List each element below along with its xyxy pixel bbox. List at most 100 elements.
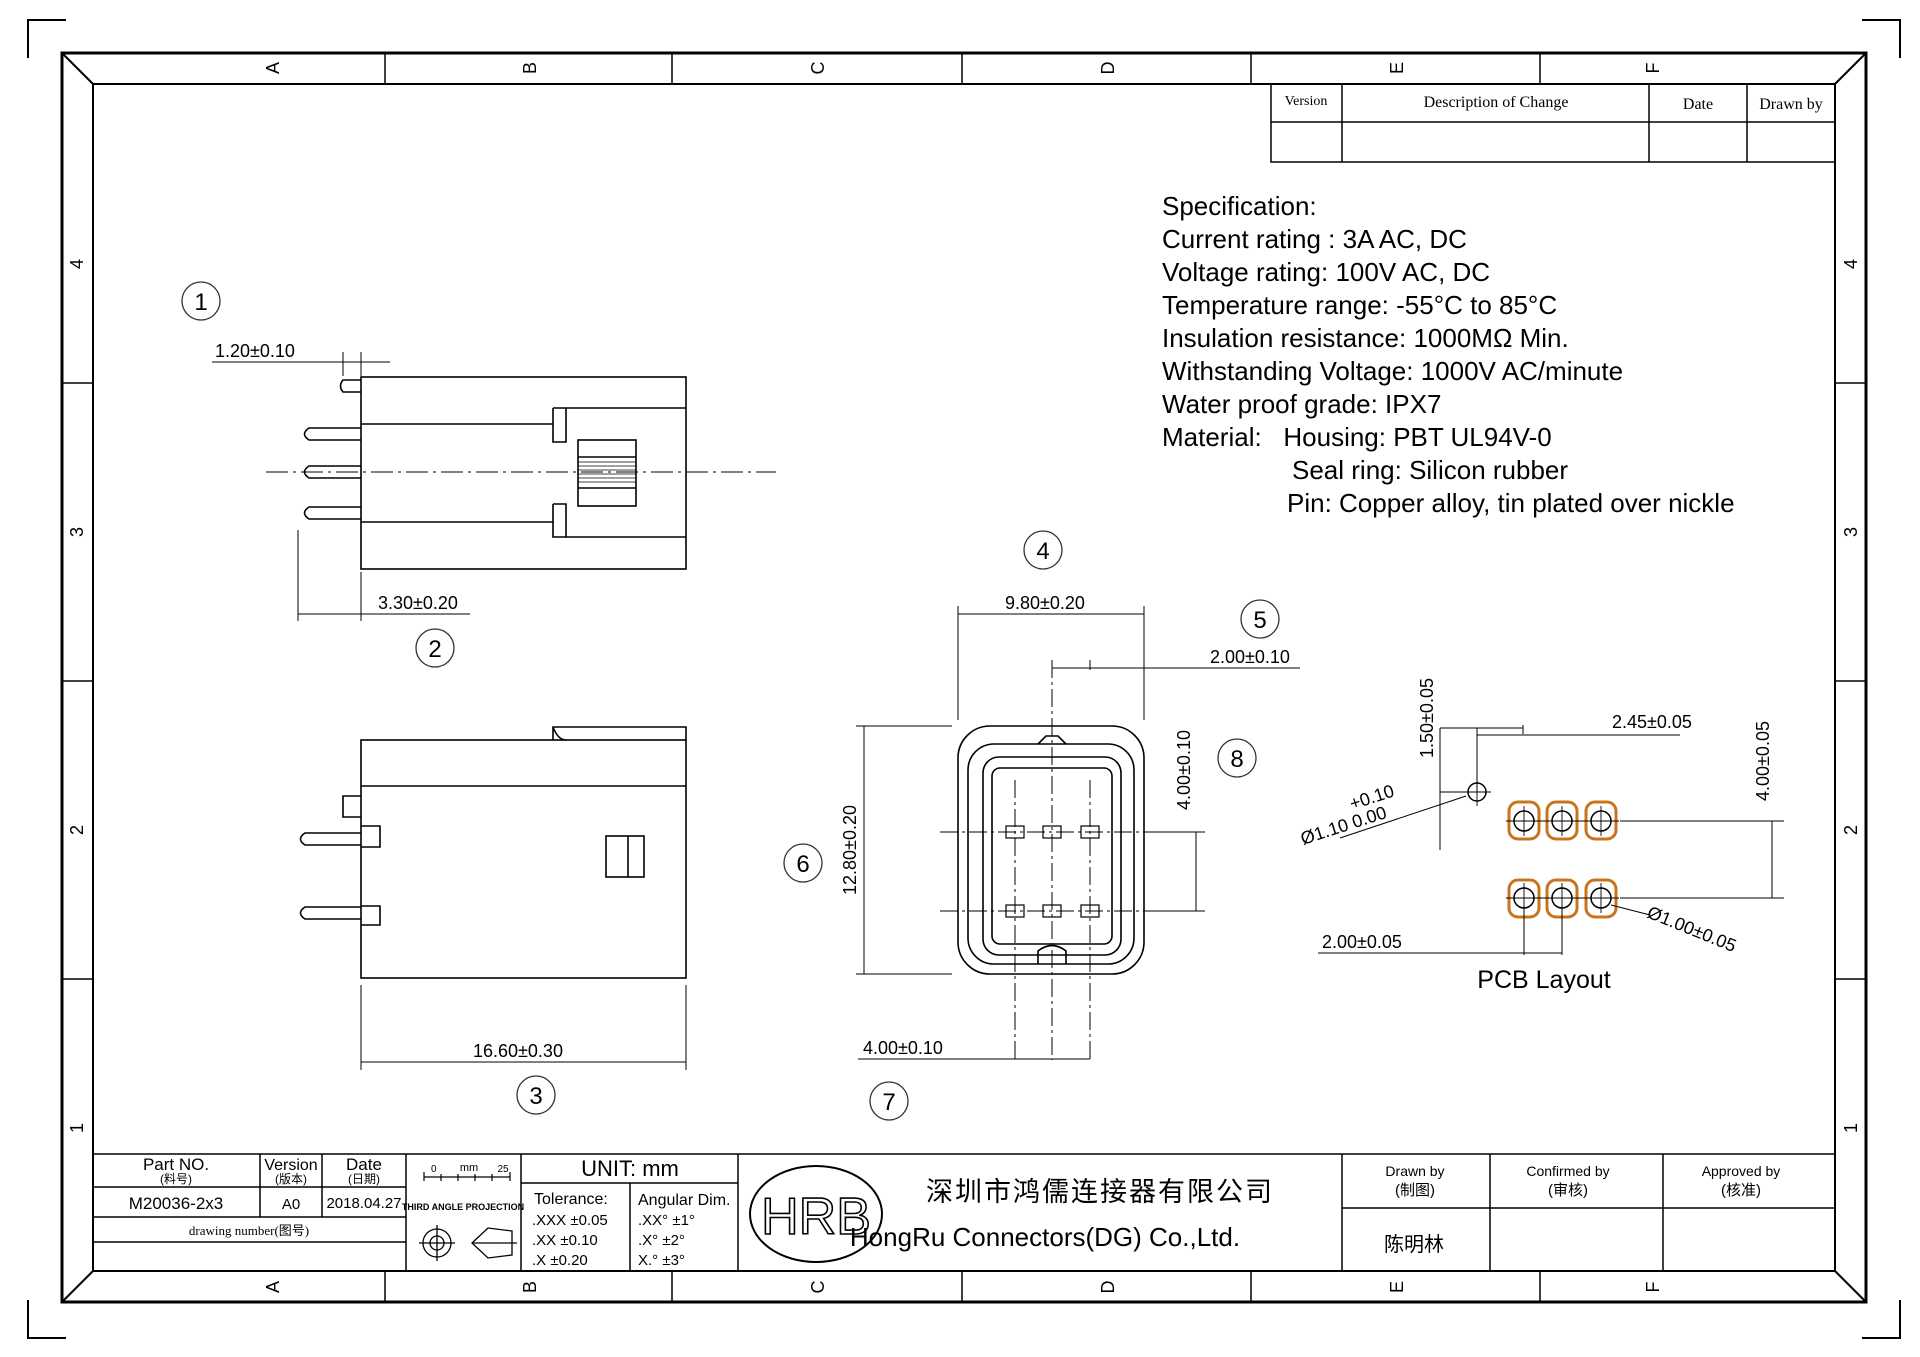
spec-seal-ring: Seal ring: Silicon rubber [1292,455,1569,485]
zone-col-f-bottom: F [1643,1282,1663,1293]
rev-header-description: Description of Change [1424,94,1569,111]
drawn-by-label: Drawn by [1385,1163,1444,1179]
trim-marks [27,19,1901,1339]
angular-x: .X° ±2° [638,1232,685,1249]
angular-xdot: X.° ±3° [638,1252,685,1269]
zone-row-4-right: 4 [1841,259,1861,269]
zone-row-1-right: 1 [1841,1123,1861,1133]
dim-pcb-1-50: 1.50±0.05 [1417,678,1437,758]
zone-col-c-top: C [808,62,828,75]
dim-pcb-2-45: 2.45±0.05 [1612,712,1692,732]
part-no-cn: (料号) [160,1172,192,1186]
dim-pcb-pad: Ø1.00±0.05 [1645,902,1740,956]
zone-row-3-left: 3 [67,527,87,537]
balloon-4-label: 4 [1036,538,1049,565]
zone-col-f-top: F [1643,63,1663,74]
dim-12-80: 12.80±0.20 [840,805,860,895]
confirmed-by-cn: (审核) [1548,1182,1588,1199]
part-no-label: Part NO. [143,1155,209,1174]
balloon-2: 2 [415,628,455,668]
balloon-2-label: 2 [428,636,441,663]
scale-bar: 0 mm 25 THIRD ANGLE PROJECTION [402,1162,524,1212]
date-cn: (日期) [348,1172,380,1186]
revision-table: Version Description of Change Date Drawn… [1270,83,1836,163]
rev-header-version: Version [1285,94,1328,109]
rev-header-date: Date [1683,96,1713,113]
version-value: A0 [282,1196,300,1213]
spec-material-housing: Material: Housing: PBT UL94V-0 [1162,422,1552,452]
dim-pcb-hole: Ø1.10 0.00 [1298,802,1389,849]
tolerance-title: Tolerance: [534,1191,608,1208]
dim-pcb-2-00: 2.00±0.05 [1322,932,1402,952]
side-view-top [212,352,776,621]
spec-insulation-resistance: Insulation resistance: 1000MΩ Min. [1162,323,1569,353]
zone-row-3-right: 3 [1841,527,1861,537]
pcb-pads [1507,800,1618,919]
tolerance-xx: .XX ±0.10 [532,1232,598,1249]
unit-label: UNIT: mm [581,1156,679,1181]
title-block: Part NO. (料号) Version (版本) Date (日期) M20… [92,1153,1836,1272]
dim-pcb-4-00: 4.00±0.05 [1753,721,1773,801]
spec-heading: Specification: [1162,191,1317,221]
balloon-6: 6 [783,843,823,883]
rev-header-drawn-by: Drawn by [1759,96,1823,113]
spec-withstanding-voltage: Withstanding Voltage: 1000V AC/minute [1162,356,1624,386]
zone-col-d-top: D [1098,62,1118,75]
zone-labels: A B C D E F A B C D E F 4 3 2 1 4 3 2 1 [67,62,1861,1294]
approved-by-cn: (核准) [1721,1182,1761,1199]
balloon-5: 5 [1240,599,1280,639]
balloon-6-label: 6 [796,851,809,878]
zone-row-2-left: 2 [67,825,87,835]
balloon-3-label: 3 [529,1083,542,1110]
front-view [856,606,1300,1060]
zone-col-b-top: B [520,62,540,74]
version-cn: (版本) [275,1172,307,1186]
spec-water-proof: Water proof grade: IPX7 [1162,389,1442,419]
scale-unit: mm [460,1162,478,1174]
projection-symbol [419,1225,517,1261]
pcb-layout [1318,725,1784,955]
spec-current-rating: Current rating : 3A AC, DC [1162,224,1467,254]
company-logo: HRB [749,1165,883,1263]
scale-zero: 0 [431,1164,437,1175]
dim-1-20: 1.20±0.10 [215,341,295,361]
scale-max: 25 [497,1164,509,1175]
tolerance-x: .X ±0.20 [532,1252,588,1269]
balloon-8: 8 [1217,738,1257,778]
balloon-4: 4 [1023,530,1063,570]
drawn-by-name: 陈明林 [1384,1233,1444,1256]
side-view-bottom [299,726,687,1070]
balloon-1: 1 [181,281,221,321]
zone-col-a-top: A [263,62,283,74]
zone-col-e-bottom: E [1387,1281,1407,1293]
balloon-7: 7 [869,1081,909,1121]
spec-voltage-rating: Voltage rating: 100V AC, DC [1162,257,1491,287]
zone-col-c-bottom: C [808,1281,828,1294]
zone-row-2-right: 2 [1841,825,1861,835]
version-label: Version [264,1157,317,1174]
angular-title: Angular Dim. [638,1192,730,1209]
drawing-number-label: drawing number(图号) [189,1223,309,1238]
dim-4-00-horizontal: 4.00±0.10 [863,1038,943,1058]
company-name-en: HongRu Connectors(DG) Co.,Ltd. [850,1222,1240,1252]
zone-col-d-bottom: D [1098,1281,1118,1294]
confirmed-by-label: Confirmed by [1526,1163,1609,1179]
balloon-5-label: 5 [1253,607,1266,634]
balloon-1-label: 1 [194,289,207,316]
zone-col-e-top: E [1387,62,1407,74]
dim-3-30: 3.30±0.20 [378,593,458,613]
spec-pin: Pin: Copper alloy, tin plated over nickl… [1287,488,1735,518]
specification-block: Specification: Current rating : 3A AC, D… [1162,190,1735,520]
date-value: 2018.04.27 [326,1195,401,1212]
dimension-labels: 1.20±0.10 3.30±0.20 16.60±0.30 9.80±0.20… [215,341,1773,1061]
drawn-by-cn: (制图) [1395,1182,1435,1199]
spec-temperature-range: Temperature range: -55°C to 85°C [1162,290,1558,320]
pcb-layout-label: PCB Layout [1477,966,1610,994]
dim-4-00-vertical: 4.00±0.10 [1174,730,1194,810]
zone-col-a-bottom: A [263,1281,283,1293]
zone-col-b-bottom: B [520,1281,540,1293]
dim-9-80: 9.80±0.20 [1005,593,1085,613]
part-no-value: M20036-2x3 [129,1194,224,1213]
angular-xx: .XX° ±1° [638,1212,695,1229]
